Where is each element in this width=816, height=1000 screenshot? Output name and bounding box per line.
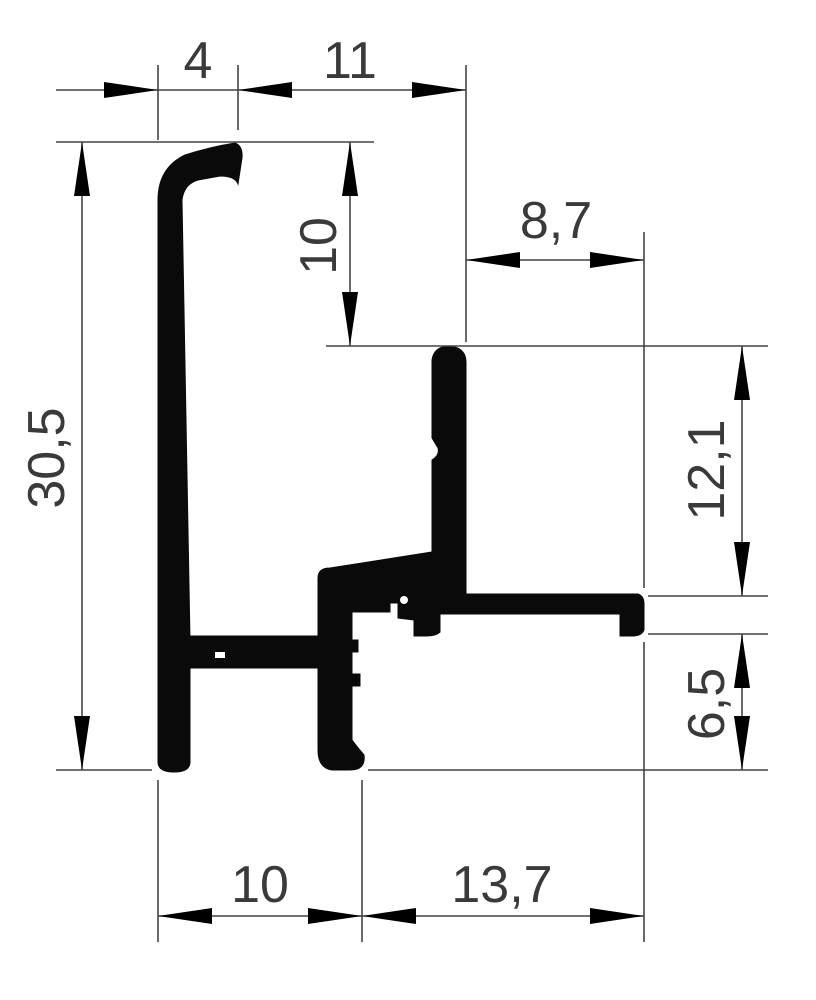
slot-hole	[400, 596, 408, 604]
dimension-lines	[56, 82, 750, 924]
web-notch	[215, 652, 225, 658]
label-lower-right-height: 6,5	[678, 668, 736, 740]
middle-web	[184, 635, 323, 669]
dimension-labels: 4 11 30,5 10 8,7 12,1 6,5 10 13,7	[18, 32, 736, 914]
label-right-offset: 8,7	[520, 192, 592, 250]
left-leg	[157, 142, 243, 773]
label-lip-drop: 10	[290, 217, 348, 275]
label-top-gap-width: 11	[323, 32, 377, 90]
upper-right-leg	[431, 345, 467, 599]
label-bottom-right-width: 13,7	[451, 856, 552, 914]
label-upper-right-height: 12,1	[678, 419, 736, 520]
label-bottom-left-width: 10	[231, 856, 289, 914]
right-flange	[397, 593, 645, 637]
middle-block	[317, 551, 433, 771]
extension-lines	[56, 65, 768, 942]
label-top-left-width: 4	[184, 32, 213, 90]
aluminium-profile	[157, 142, 645, 773]
slot-detail	[363, 594, 399, 613]
label-total-height: 30,5	[18, 407, 76, 508]
